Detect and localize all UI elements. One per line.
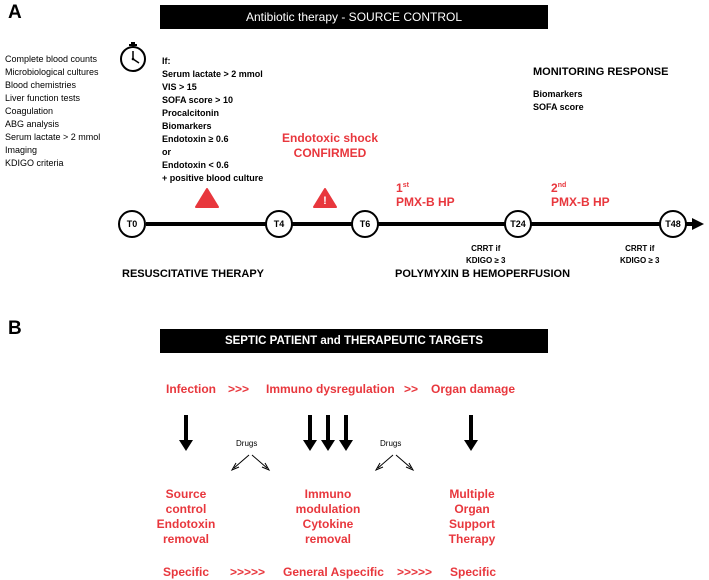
workup-item: Blood chemistries xyxy=(5,80,77,90)
warning-exclamation-icon: ! xyxy=(313,188,337,208)
specific-label-2: Specific xyxy=(450,565,497,579)
workup-item: Liver function tests xyxy=(5,93,81,103)
timepoint-t48: T48 xyxy=(659,210,687,238)
panel-b-letter: B xyxy=(8,318,22,339)
drugs-label-2: Drugs xyxy=(380,439,402,448)
criteria-item: Biomarkers xyxy=(162,121,212,131)
monitoring-title: MONITORING RESPONSE xyxy=(533,66,669,78)
panel-a-banner: Antibiotic therapy - SOURCE CONTROL xyxy=(160,5,548,29)
workup-item: Coagulation xyxy=(5,106,54,116)
specific-label-1: Specific xyxy=(163,565,210,579)
target-organ-support: Multiple Organ Support Therapy xyxy=(426,487,518,547)
infection-label: Infection xyxy=(166,382,216,396)
pmx-first-sup: st xyxy=(402,182,409,189)
workup-item: KDIGO criteria xyxy=(5,158,64,168)
target-line: Therapy xyxy=(448,532,496,546)
workup-item: Imaging xyxy=(5,145,38,155)
organ-damage-label: Organ damage xyxy=(431,382,516,396)
target-line: Source xyxy=(165,487,207,501)
pmx-second-text: PMX-B HP xyxy=(551,195,610,209)
target-source-control: Source control Endotoxin removal xyxy=(140,487,232,547)
criteria-item: Procalcitonin xyxy=(162,108,220,118)
shock-line-2: CONFIRMED xyxy=(293,146,367,160)
timepoint-t0: T0 xyxy=(118,210,146,238)
target-line: Multiple xyxy=(449,487,495,501)
separator-4: >>>>> xyxy=(397,565,433,579)
criteria-item: + positive blood culture xyxy=(162,173,264,183)
warning-triangle-icon xyxy=(195,188,219,208)
drugs-label-1: Drugs xyxy=(236,439,258,448)
workup-item: Microbiological cultures xyxy=(5,67,99,77)
target-line: Organ xyxy=(454,502,490,516)
target-line: Endotoxin xyxy=(156,517,216,531)
warning-mark: ! xyxy=(323,195,327,207)
pmx-second-label: 2nd PMX-B HP xyxy=(551,179,610,209)
separator-2: >> xyxy=(404,382,419,396)
pmx-first-num: 1 xyxy=(396,181,403,195)
workup-list: Complete blood counts Microbiological cu… xyxy=(5,53,125,170)
criteria-item: Serum lactate > 2 mmol xyxy=(162,69,263,79)
shock-confirmed-label: Endotoxic shock CONFIRMED xyxy=(265,131,395,161)
workup-item: Complete blood counts xyxy=(5,54,98,64)
criteria-item: VIS > 15 xyxy=(162,82,197,92)
clock-icon xyxy=(120,42,146,72)
panel-b-banner: SEPTIC PATIENT and THERAPEUTIC TARGETS xyxy=(160,329,548,353)
target-immuno-modulation: Immuno modulation Cytokine removal xyxy=(282,487,374,547)
monitoring-list: Biomarkers SOFA score xyxy=(533,88,584,114)
criteria-item: SOFA score > 10 xyxy=(162,95,233,105)
timepoint-t24: T24 xyxy=(504,210,532,238)
target-line: control xyxy=(165,502,207,516)
target-line: Cytokine xyxy=(302,517,354,531)
pmx-second-num: 2 xyxy=(551,181,558,195)
monitoring-item: SOFA score xyxy=(533,102,584,112)
phase-resuscitative: RESUSCITATIVE THERAPY xyxy=(122,268,264,280)
criteria-list: If: Serum lactate > 2 mmol VIS > 15 SOFA… xyxy=(162,55,302,185)
pmx-second-sup: nd xyxy=(557,182,567,189)
crrt-1-line-1: CRRT if xyxy=(471,244,501,253)
criteria-item: Endotoxin < 0.6 xyxy=(162,160,229,170)
pmx-first-text: PMX-B HP xyxy=(396,195,455,209)
workup-item: Serum lactate > 2 mmol xyxy=(5,132,101,142)
workup-item: ABG analysis xyxy=(5,119,60,129)
phase-hemoperfusion: POLYMYXIN B HEMOPERFUSION xyxy=(395,268,571,280)
monitoring-item: Biomarkers xyxy=(533,89,583,99)
separator-3: >>>>> xyxy=(230,565,266,579)
crrt-label-1: CRRT if KDIGO ≥ 3 xyxy=(466,243,506,267)
general-aspecific-label: General Aspecific xyxy=(283,565,384,579)
target-line: modulation xyxy=(295,502,361,516)
target-line: removal xyxy=(304,532,352,546)
timepoint-t6: T6 xyxy=(351,210,379,238)
criteria-item: If: xyxy=(162,56,171,66)
panel-a-letter: A xyxy=(8,2,22,23)
timepoint-t4: T4 xyxy=(265,210,293,238)
target-line: removal xyxy=(162,532,210,546)
criteria-item: or xyxy=(162,147,171,157)
separator-1: >>> xyxy=(228,382,250,396)
crrt-2-line-1: CRRT if xyxy=(625,244,655,253)
crrt-label-2: CRRT if KDIGO ≥ 3 xyxy=(620,243,660,267)
shock-line-1: Endotoxic shock xyxy=(281,131,379,145)
target-line: Immuno xyxy=(304,487,352,501)
crrt-1-line-2: KDIGO ≥ 3 xyxy=(466,256,506,265)
pmx-first-label: 1st PMX-B HP xyxy=(396,179,455,209)
criteria-item: Endotoxin ≥ 0.6 xyxy=(162,134,229,144)
target-line: Support xyxy=(449,517,495,531)
immuno-dysregulation-label: Immuno dysregulation xyxy=(266,382,395,396)
crrt-2-line-2: KDIGO ≥ 3 xyxy=(620,256,660,265)
